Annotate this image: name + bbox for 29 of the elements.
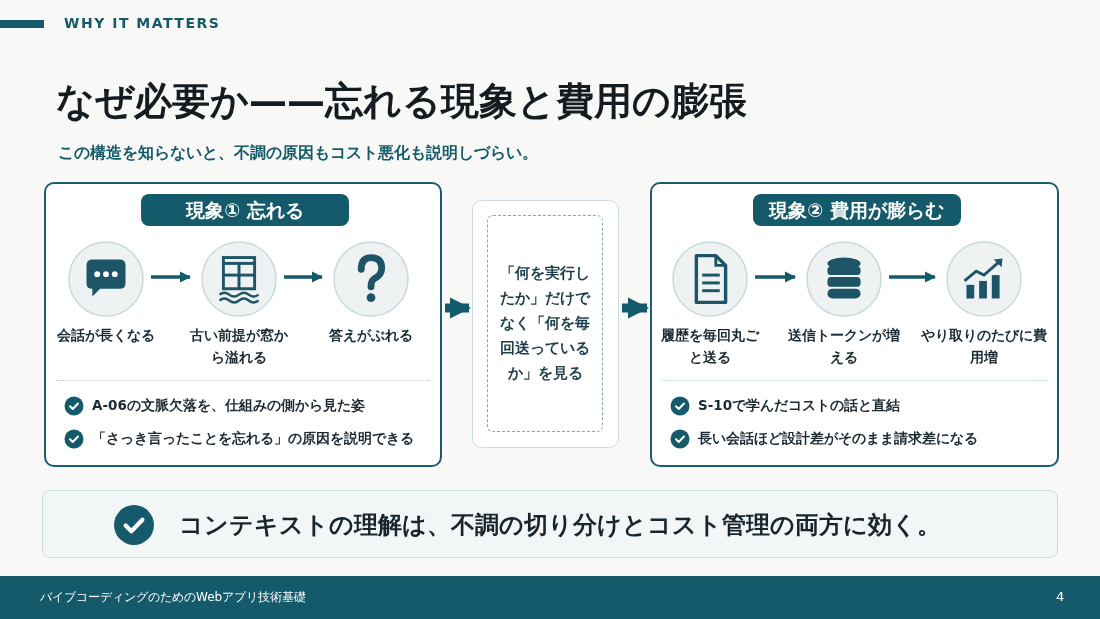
arrow bbox=[151, 271, 192, 283]
panel-card bbox=[650, 182, 1059, 467]
step-label: やり取りのたびに費用増 bbox=[920, 326, 1048, 367]
arrow bbox=[445, 297, 472, 319]
checklist-item: A-06の文脈欠落を、仕組みの側から見た姿 bbox=[92, 397, 365, 415]
section-heading: 現象① 忘れる bbox=[141, 194, 349, 226]
footer-text: バイブコーディングのためのWebアプリ技術基礎 bbox=[40, 589, 307, 606]
note-card bbox=[472, 200, 619, 448]
arrow bbox=[284, 271, 324, 283]
page-number: 4 bbox=[1056, 589, 1065, 604]
step-label: 会話が長くなる bbox=[56, 326, 156, 345]
arrow bbox=[622, 297, 650, 319]
summary-text: コンテキストの理解は、不調の切り分けとコスト管理の両方に効く。 bbox=[179, 510, 941, 541]
section-heading: 現象② 費用が膨らむ bbox=[752, 194, 961, 226]
arrow bbox=[889, 271, 937, 283]
step-label: 履歴を毎回丸ごと送る bbox=[660, 326, 761, 367]
checklist-item: S-10で学んだコストの話と直結 bbox=[698, 397, 901, 415]
step-label: 送信トークンが増える bbox=[788, 326, 900, 367]
step-label: 古い前提が窓から溢れる bbox=[189, 326, 289, 367]
summary-banner bbox=[42, 490, 1058, 558]
note-text: 「何を実行したか」だけでなく「何を毎回送っているか」を見る bbox=[487, 215, 603, 432]
arrow bbox=[755, 271, 797, 283]
checklist-item: 「さっき言ったことを忘れる」の原因を説明できる bbox=[92, 430, 414, 448]
section-kicker: WHY IT MATTERS bbox=[64, 15, 221, 31]
checklist-item: 長い会話ほど設計差がそのまま請求差になる bbox=[698, 430, 978, 448]
slide-title: なぜ必要か——忘れる現象と費用の膨張 bbox=[56, 78, 747, 125]
step-label: 答えがぶれる bbox=[328, 326, 414, 345]
panel-card bbox=[44, 182, 442, 467]
subtitle: この構造を知らないと、不調の原因もコスト悪化も説明しづらい。 bbox=[58, 143, 538, 164]
